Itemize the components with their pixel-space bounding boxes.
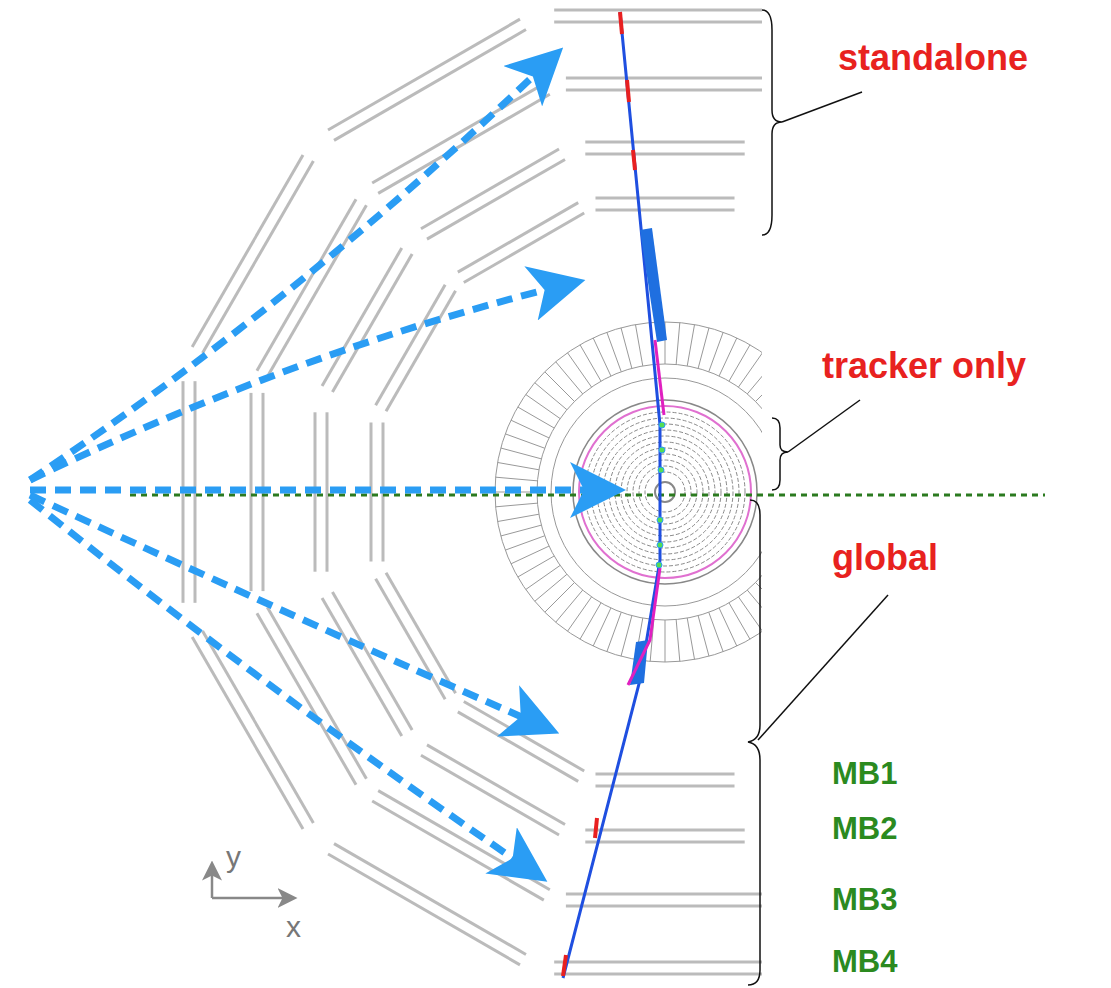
axis-label: x xyxy=(286,912,301,942)
detector-label: standalone xyxy=(838,40,1028,76)
detector-label: global xyxy=(832,540,938,576)
axis-label: y xyxy=(226,842,241,872)
station-label: MB2 xyxy=(832,813,897,844)
view-arrows xyxy=(30,62,605,870)
muon-track xyxy=(563,12,667,978)
station-label: MB1 xyxy=(832,758,897,789)
station-label: MB4 xyxy=(832,946,897,977)
x-axis-dotted xyxy=(130,494,1045,497)
axes-symbol xyxy=(212,868,290,898)
tracker xyxy=(573,400,757,584)
station-label: MB3 xyxy=(832,884,897,915)
detector-label: tracker only xyxy=(822,348,1026,384)
